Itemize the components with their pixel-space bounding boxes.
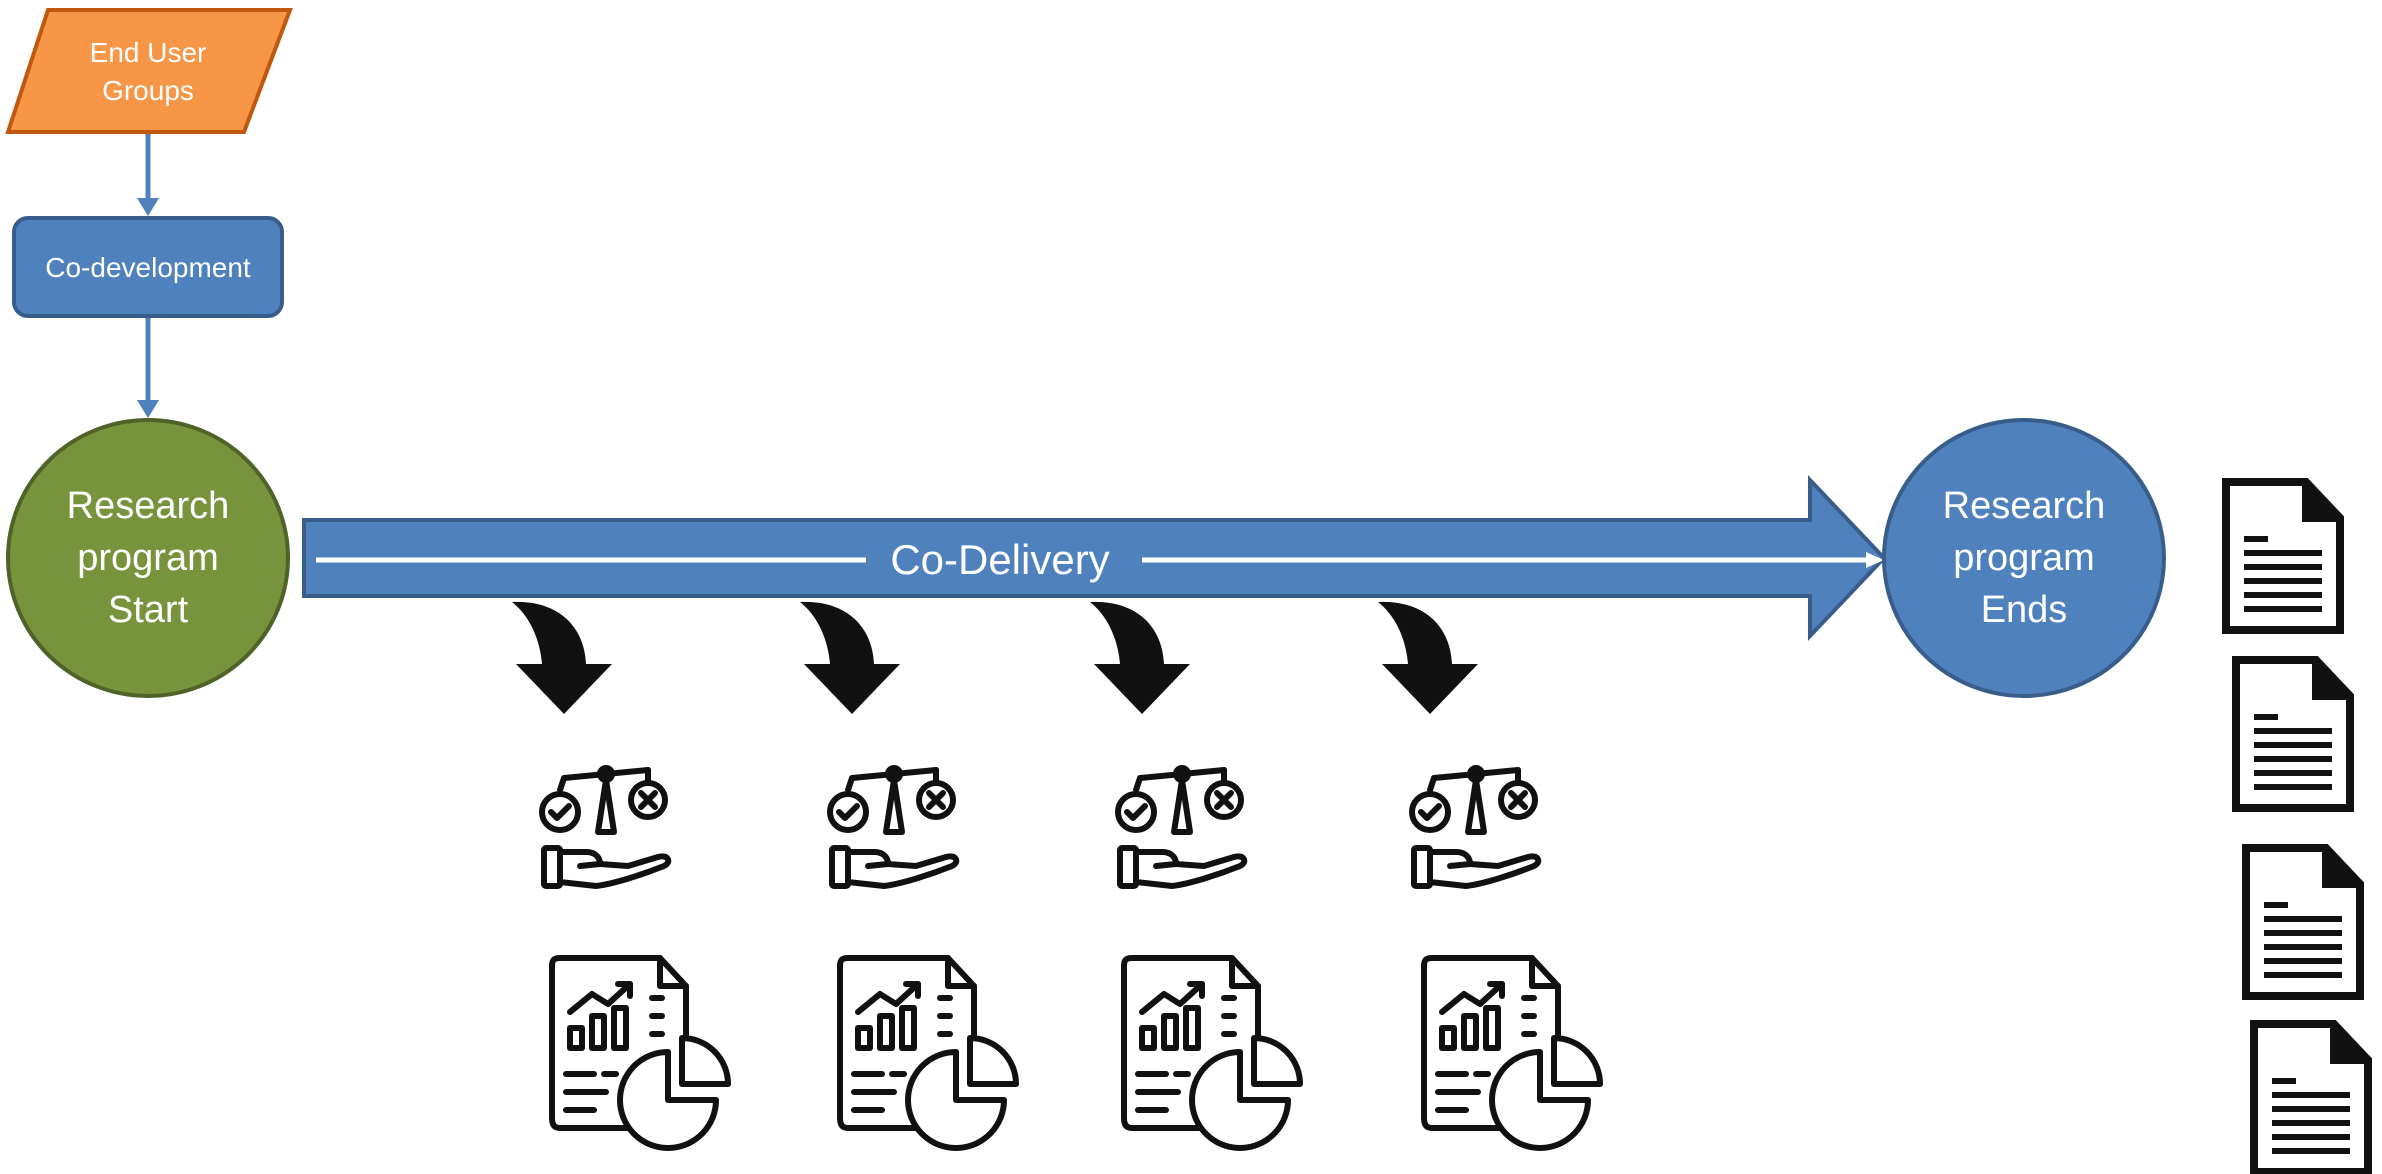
- document-icon: [2254, 1024, 2368, 1172]
- end-user-groups-label-line2: Groups: [102, 75, 194, 106]
- curved-down-arrow-icon: [1378, 601, 1478, 714]
- analytics-report-icon: [1124, 958, 1300, 1148]
- connector-arrow-1: [137, 134, 159, 216]
- co-delivery-arrow: Co-Delivery: [302, 474, 1887, 642]
- document-icon: [2226, 482, 2340, 630]
- document-icon: [2236, 660, 2350, 808]
- curved-down-arrow-icon: [512, 601, 612, 714]
- research-program-ends-node: Research program Ends: [1882, 418, 2166, 698]
- balance-scale-hand-icon: [542, 768, 668, 886]
- program-start-label-line3: Start: [108, 589, 189, 631]
- co-development-label: Co-development: [45, 252, 251, 283]
- curved-down-arrow-icon: [800, 601, 900, 714]
- balance-scale-hand-icon: [830, 768, 956, 886]
- end-user-groups-label-line1: End User: [90, 37, 207, 68]
- co-delivery-label: Co-Delivery: [890, 536, 1109, 583]
- co-development-node: Co-development: [12, 216, 284, 318]
- end-user-groups-node: End User Groups: [5, 8, 293, 134]
- document-icon: [2246, 848, 2360, 996]
- program-start-label-line2: program: [77, 537, 219, 579]
- program-ends-label-line3: Ends: [1981, 589, 2068, 631]
- balance-scale-hand-icon: [1412, 768, 1538, 886]
- program-start-label-line1: Research: [67, 485, 230, 527]
- balance-scale-hand-icon: [1118, 768, 1244, 886]
- curved-down-arrow-icon: [1090, 601, 1190, 714]
- analytics-report-icon: [1424, 958, 1600, 1148]
- program-ends-label-line1: Research: [1943, 485, 2106, 527]
- analytics-report-icon: [552, 958, 728, 1148]
- program-ends-label-line2: program: [1953, 537, 2095, 579]
- research-program-start-node: Research program Start: [6, 418, 290, 698]
- connector-arrow-2: [137, 318, 159, 418]
- analytics-report-icon: [840, 958, 1016, 1148]
